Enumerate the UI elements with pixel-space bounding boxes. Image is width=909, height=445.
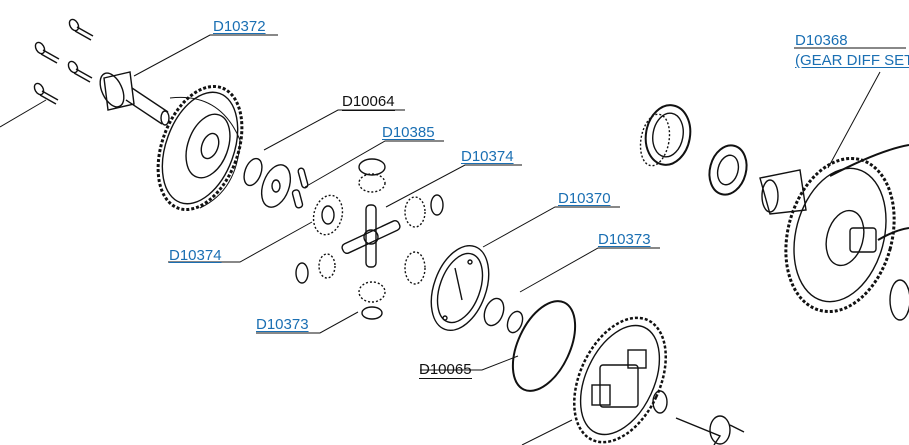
washers-left: [243, 157, 309, 209]
part-label-d10385[interactable]: D10385: [382, 124, 435, 141]
o-ring: [511, 300, 577, 392]
ball-bearing: [708, 144, 748, 196]
outdrive-left: [99, 71, 170, 126]
screw-set: [33, 18, 94, 105]
part-label-d10064: D10064: [342, 93, 395, 111]
cross-shaft: [341, 204, 401, 268]
part-label-d10065: D10065: [419, 361, 472, 379]
part-label-d10370[interactable]: D10370: [558, 190, 611, 207]
spur-gear: [156, 84, 244, 212]
outdrive-bottom: [675, 415, 745, 445]
part-label-d10373-left[interactable]: D10373: [256, 316, 309, 333]
diff-cover: [430, 245, 524, 334]
part-label-d10373-right[interactable]: D10373: [598, 231, 651, 248]
part-label-gear-diff-set[interactable]: (GEAR DIFF SET: [795, 52, 909, 69]
bearing-housing: [639, 104, 692, 167]
part-label-d10372[interactable]: D10372: [213, 18, 266, 35]
leader-lines: [0, 34, 906, 445]
gear-diff-assembled: [759, 144, 909, 321]
part-label-d10374-left[interactable]: D10374: [169, 247, 222, 264]
bevel-gears: [295, 158, 444, 320]
part-label-d10374-right[interactable]: D10374: [461, 148, 514, 165]
diff-case: [573, 316, 668, 444]
part-label-d10368[interactable]: D10368: [795, 32, 848, 49]
